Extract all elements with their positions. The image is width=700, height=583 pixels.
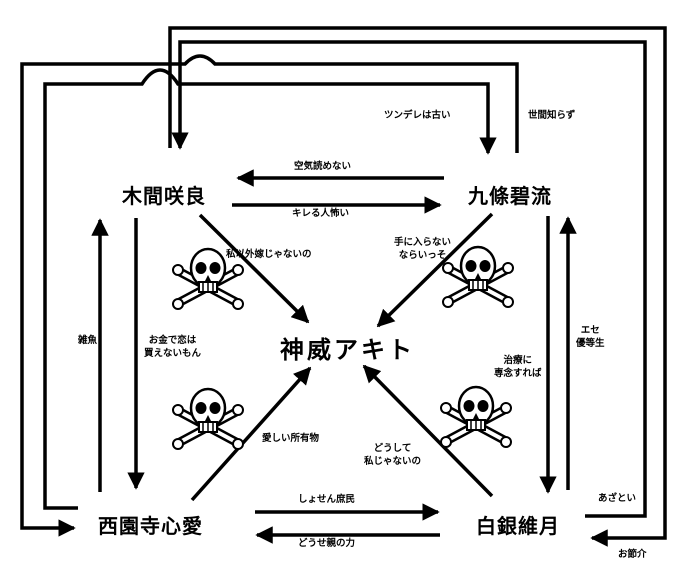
label-doushite: どうして 私じゃないの (364, 443, 422, 468)
arrow-saionji-to-center (190, 366, 312, 502)
label-ese: エセ 優等生 (576, 325, 605, 350)
label-sekenshirazu: 世間知らず (528, 110, 576, 121)
skull-icon (173, 389, 243, 449)
label-itoshii: 愛しい所有物 (262, 433, 320, 444)
arrow-kujo-to-center (376, 212, 494, 328)
label-watashi-igai: 私以外嫁じゃないの (226, 249, 312, 260)
node-shirogane: 白銀維月 (474, 510, 562, 539)
label-te-ni: 手に入らない ならいっそ (394, 237, 452, 262)
node-kima: 木間咲良 (120, 180, 208, 209)
label-zako: 雑魚 (78, 335, 98, 346)
label-osekkai: お節介 (618, 549, 647, 560)
label-tsundere: ツンデレは古い (384, 110, 451, 121)
label-kuuki: 空気読めない (294, 161, 352, 172)
arrow-kujo-to-saionji-outer (20, 54, 519, 537)
label-kireru: キレる人怖い (292, 208, 350, 219)
node-center: 神威アキト (276, 330, 419, 365)
label-shomin: しょせん庶民 (298, 494, 356, 505)
node-saionji: 西園寺心愛 (96, 510, 205, 539)
arrow-shirogane-to-kima-outer (171, 40, 647, 518)
label-chiryo: 治療に 専念すれば (494, 355, 542, 380)
node-kujo: 九條碧流 (466, 180, 554, 209)
arrow-kima-to-shirogane-outer (168, 26, 667, 547)
arrow-shirogane-to-center (362, 364, 494, 498)
skull-icon (441, 387, 511, 447)
arrow-kima-to-center (198, 213, 310, 324)
label-azatoi: あざとい (598, 493, 637, 504)
label-douse: どうせ親の力 (298, 538, 356, 549)
skull-icon (443, 247, 513, 307)
arrow-saionji-to-kujo-outer (43, 68, 497, 510)
label-okane: お金で恋は 買えないもん (144, 335, 202, 360)
